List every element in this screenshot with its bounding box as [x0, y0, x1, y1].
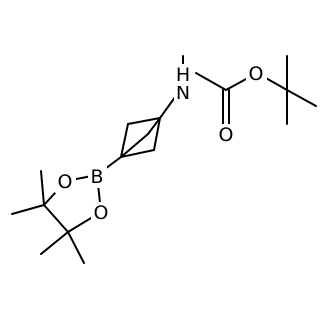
bond-tbu-quaternary-methyl-right	[286, 89, 317, 107]
bond-bcp-middle-bridge-b	[120, 133, 149, 158]
bond-bcp-top-bridge-b	[120, 123, 129, 158]
atom-ring-oxygen-lower: O	[91, 202, 112, 224]
bond-bcp-lower-bridge-a	[153, 117, 161, 151]
atom-nitrogen: N	[174, 82, 193, 104]
atom-label-n: N	[176, 82, 190, 104]
atom-boron: B	[88, 166, 107, 188]
atom-ether-oxygen: O	[246, 63, 267, 85]
atom-label-b: B	[90, 166, 103, 188]
bonds	[11, 55, 317, 264]
bond-pinacol-methyl-3	[40, 231, 69, 255]
atom-label-o-carbonyl: O	[219, 124, 234, 146]
atom-label-o-ring-upper: O	[58, 171, 73, 193]
atom-label-o-ring-lower: O	[94, 202, 109, 224]
bond-pinacol-methyl-1	[40, 170, 45, 206]
bond-bcp-lower-bridge-b	[120, 149, 155, 158]
atom-label-o-ether: O	[249, 63, 264, 85]
bond-bcp-top-bridge-a	[127, 117, 161, 125]
atom-ring-oxygen-upper: O	[55, 171, 76, 193]
bond-bcp-middle-bridge-a	[147, 117, 161, 135]
atom-label-h: H	[176, 64, 190, 86]
bond-pinacol-c-c	[43, 204, 69, 233]
bond-pinacol-methyl-2	[11, 204, 45, 215]
bond-carbonyl-c-n	[195, 72, 227, 91]
bond-pinacol-methyl-4	[67, 231, 85, 264]
atom-hydrogen: H	[174, 64, 193, 86]
atom-labels: N H O O B O O	[55, 63, 267, 224]
atom-carbonyl-oxygen: O	[216, 124, 237, 146]
